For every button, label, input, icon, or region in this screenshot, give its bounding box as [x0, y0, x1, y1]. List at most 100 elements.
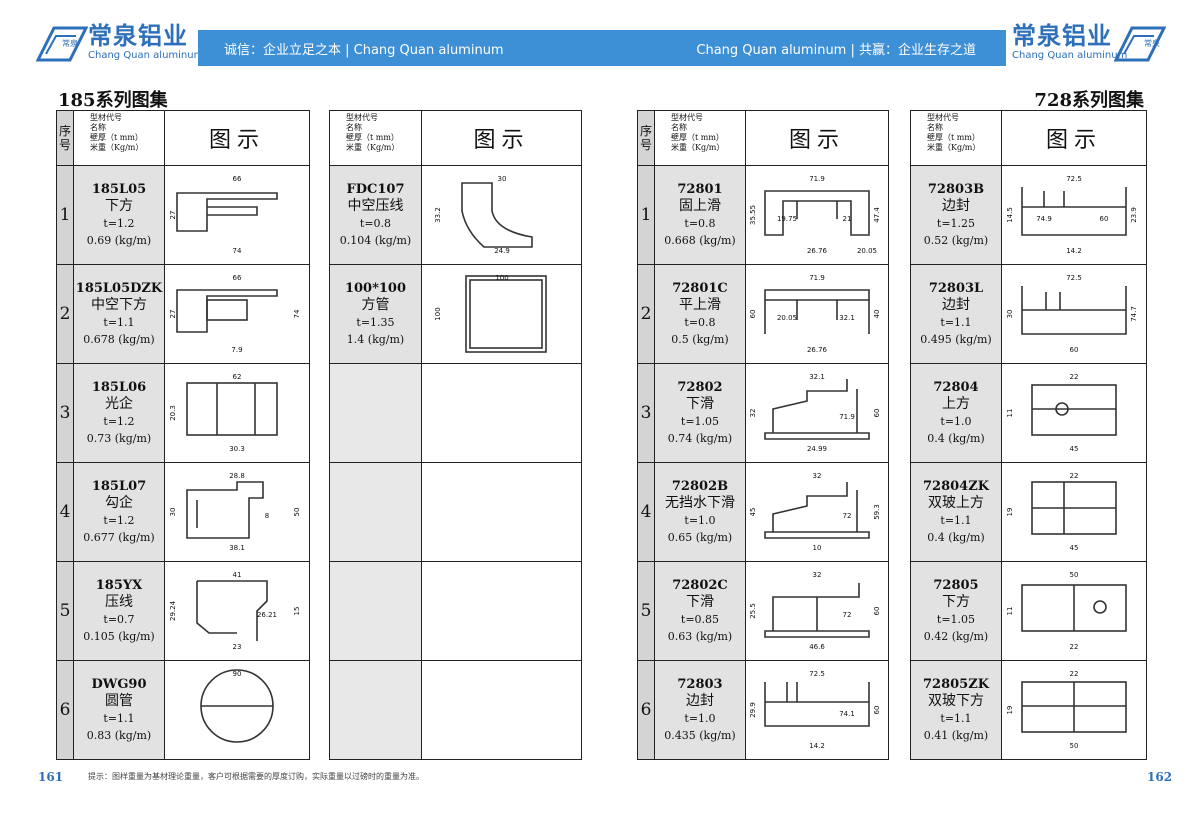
profile-outline: [764, 432, 870, 440]
dimension-label: 29.24: [169, 600, 177, 621]
profile-figure: [421, 363, 582, 463]
table-row: [329, 660, 582, 760]
name-spec-header: 型材代号名称壁厚（t mm）米重（Kg/m）: [654, 110, 746, 166]
dimension-label: 45: [749, 508, 757, 517]
figure-header: 图示: [745, 110, 889, 166]
profile-figure: [421, 561, 582, 661]
wall-thickness: t=1.1: [103, 316, 135, 329]
dimension-label: 72: [843, 512, 852, 520]
dimension-label: 35.55: [749, 205, 757, 225]
profile-outline: [1031, 384, 1117, 436]
series-title-right: 728系列图集: [1034, 90, 1144, 111]
dimension-label: 74.9: [1036, 215, 1052, 223]
profile-name: 上方: [942, 396, 970, 412]
profile-name: 下滑: [686, 396, 714, 412]
profile-code: 72803L: [928, 281, 984, 296]
series-title-left: 185系列图集: [58, 90, 168, 111]
dimension-label: 32: [749, 409, 757, 418]
header-line: 名称: [927, 123, 943, 132]
profile-code: 72805ZK: [922, 677, 989, 692]
profile-code: 185L06: [91, 380, 147, 395]
profile-code: 185L07: [91, 479, 147, 494]
dimension-label: 22: [1070, 373, 1079, 381]
profile-outline: [196, 581, 237, 634]
profile-outline: [1043, 191, 1065, 207]
wall-thickness: t=1.2: [103, 415, 135, 428]
row-number: 5: [637, 561, 655, 661]
profile-figure: 90: [164, 660, 310, 760]
dimension-label: 38.1: [229, 544, 245, 552]
dimension-label: 90: [233, 670, 242, 678]
table-row: [329, 561, 582, 661]
page-number-right: 162: [1147, 770, 1173, 784]
dimension-label: 7.9: [231, 346, 242, 354]
unit-weight: 0.678 (kg/m): [83, 333, 155, 346]
table-header: 型材代号名称壁厚（t mm）米重（Kg/m）图示: [910, 110, 1147, 166]
dimension-label: 25.5: [749, 603, 757, 619]
header-line: 米重（Kg/m）: [671, 143, 725, 152]
dimension-label: 19: [1006, 508, 1014, 517]
dimension-label: 26.21: [257, 611, 277, 619]
unit-weight: 0.105 (kg/m): [83, 630, 155, 643]
dimension-label: 20.05: [777, 314, 797, 322]
brand-name-en: Chang Quan aluminum: [1012, 50, 1128, 61]
profile-code: 72804: [933, 380, 979, 395]
dimension-label: 32.1: [839, 314, 855, 322]
profile-outline: [464, 275, 547, 353]
slogan-left: 诚信：企业立足之本 | Chang Quan aluminum: [224, 43, 504, 58]
name-spec-header: 型材代号名称壁厚（t mm）米重（Kg/m）: [910, 110, 1002, 166]
profile-outline: [764, 531, 870, 539]
profile-name: 中空下方: [91, 297, 147, 313]
unit-weight: 0.41 (kg/m): [923, 729, 989, 742]
unit-weight: 0.69 (kg/m): [86, 234, 152, 247]
profile-outline: [764, 300, 870, 334]
unit-weight: 0.5 (kg/m): [671, 333, 729, 346]
wall-thickness: t=0.8: [359, 217, 392, 230]
unit-weight: 0.677 (kg/m): [83, 531, 155, 544]
unit-weight: 0.4 (kg/m): [927, 531, 985, 544]
profile-code: FDC107: [346, 182, 405, 197]
wall-thickness: t=1.1: [940, 514, 972, 527]
dimension-label: 100: [495, 274, 508, 282]
dimension-label: 45: [1070, 544, 1079, 552]
profile-outline: [772, 379, 848, 433]
dimension-label: 60: [873, 706, 881, 715]
header-line: 米重（Kg/m）: [90, 143, 144, 152]
dimension-label: 22: [1070, 643, 1079, 651]
unit-weight: 0.435 (kg/m): [664, 729, 736, 742]
profile-outline: [772, 482, 848, 532]
profile-outline: [1093, 600, 1107, 614]
row-number: 2: [56, 264, 74, 364]
unit-weight: 0.104 (kg/m): [339, 234, 412, 247]
wall-thickness: t=1.0: [684, 712, 716, 725]
profile-outline: [176, 289, 278, 333]
profile-outline: [786, 682, 798, 702]
dimension-label: 19: [1006, 706, 1014, 715]
wall-thickness: t=1.1: [103, 712, 135, 725]
row-number: 4: [637, 462, 655, 562]
profile-outline: [772, 583, 860, 631]
seq-header: 序号: [56, 110, 74, 166]
